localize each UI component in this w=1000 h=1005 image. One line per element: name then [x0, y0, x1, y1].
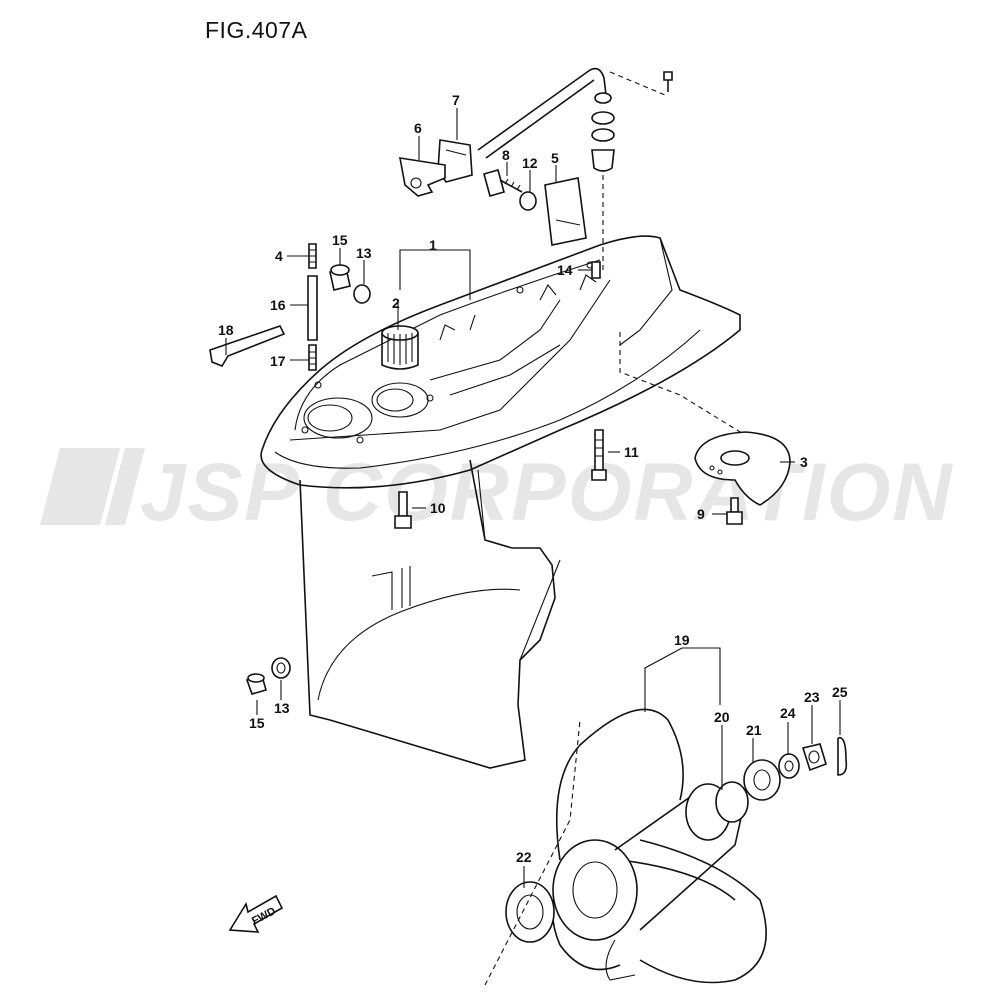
left-side-parts [209, 243, 371, 371]
callout-6: 6 [414, 120, 422, 136]
callout-17: 17 [270, 353, 286, 369]
callout-25: 25 [832, 684, 848, 700]
fwd-direction-arrow: FWD [228, 894, 284, 933]
callout-2: 2 [392, 295, 400, 311]
leader-lines [225, 108, 841, 888]
callout-13-lower: 13 [274, 700, 290, 716]
propeller-assembly [484, 708, 848, 986]
watermark-text: JSP CORPORATION [140, 447, 954, 538]
callout-23: 23 [804, 689, 820, 705]
callout-numbers: 1 2 3 4 5 6 7 8 9 10 11 12 13 13 14 15 1… [218, 92, 848, 865]
lower-drain-parts [245, 657, 291, 695]
figure-title: FIG.407A [205, 17, 308, 43]
callout-14: 14 [557, 262, 573, 278]
callout-11: 11 [624, 444, 639, 460]
callout-1: 1 [429, 237, 437, 253]
callout-24: 24 [780, 705, 796, 721]
callout-18: 18 [218, 322, 234, 338]
callout-7: 7 [452, 92, 460, 108]
trim-tab-and-bolts [394, 429, 791, 529]
water-tube-assembly [477, 67, 673, 270]
callout-15-lower: 15 [249, 715, 265, 731]
callout-16: 16 [270, 297, 286, 313]
bolt-washer-group [483, 169, 601, 279]
callout-5: 5 [551, 150, 559, 166]
grommet-and-bracket [399, 139, 473, 197]
callout-12: 12 [522, 155, 538, 171]
callout-15-upper: 15 [332, 232, 348, 248]
callout-21: 21 [746, 722, 762, 738]
callout-22: 22 [516, 849, 532, 865]
callout-10: 10 [430, 500, 446, 516]
gear-case-housing [260, 235, 746, 769]
callout-4: 4 [275, 248, 283, 264]
callout-9: 9 [697, 506, 705, 522]
callout-13-upper: 13 [356, 245, 372, 261]
callout-20: 20 [714, 709, 730, 725]
callout-8: 8 [502, 147, 510, 163]
watermark: JSP CORPORATION [40, 447, 954, 538]
callout-3: 3 [800, 454, 808, 470]
callout-19: 19 [674, 632, 690, 648]
